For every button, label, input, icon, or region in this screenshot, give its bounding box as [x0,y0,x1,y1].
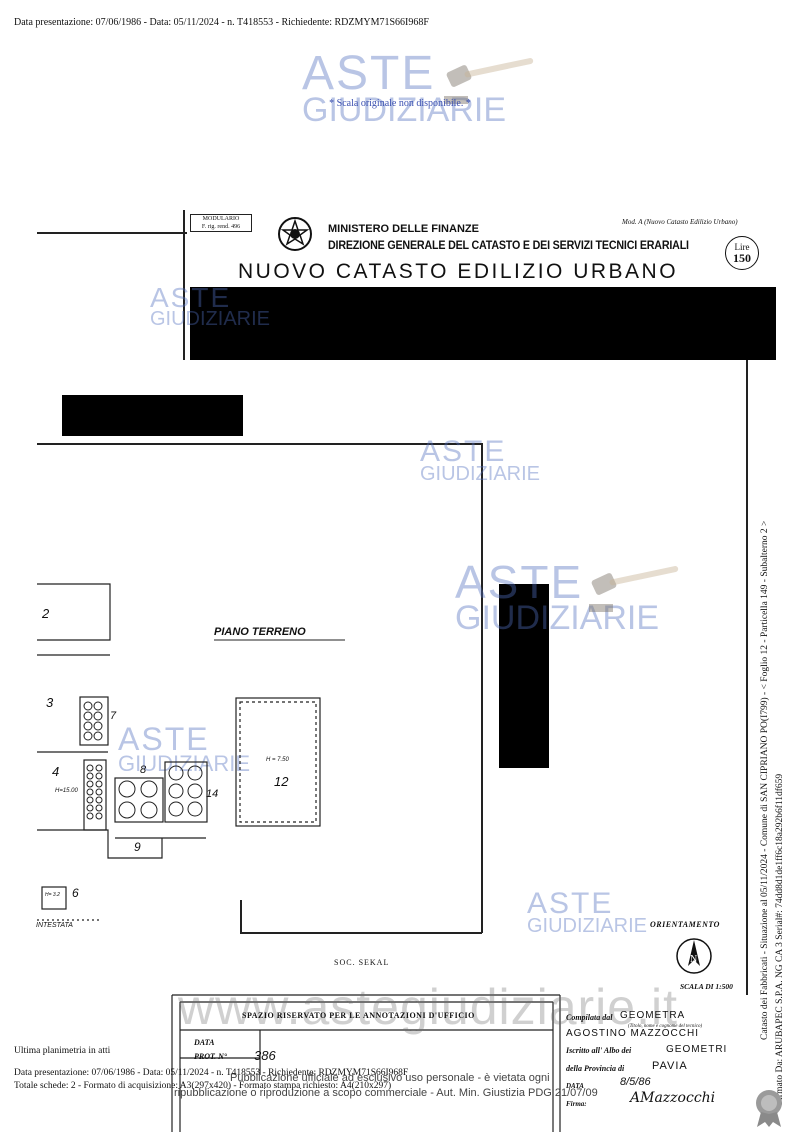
form-title: NUOVO CATASTO EDILIZIO URBANO [238,260,679,283]
scala-note: * Scala originale non disponibile. * [329,98,471,109]
frame-line-right [746,360,748,995]
lire-stamp: Lire 150 [725,236,759,270]
height-750-label: H = 7.50 [266,757,289,763]
ministry-name: MINISTERO DELLE FINANZE [328,223,479,235]
tecnico-name: AGOSTINO MAZZOCCHI [566,1028,699,1039]
watermark-url: www.astegiudiziarie.it [178,979,678,1035]
direzione-title: DIREZIONE GENERALE DEL CATASTO E DEI SER… [328,240,689,252]
footer-line-2: Totale schede: 2 - Formato di acquisizio… [14,1081,392,1091]
plan-wall-top [37,443,482,445]
ultima-planimetria: Ultima planimetria in atti [14,1046,111,1056]
watermark-giudiziarie-text: GIUDIZIARIE [420,463,541,485]
room-2-label: 2 [42,606,50,621]
frame-line-left-top [183,210,185,360]
plan-wall-bottom [240,932,482,934]
room-3-label: 3 [46,695,54,710]
scale-label: SCALA DI 1:500 [680,982,733,991]
modulario-box: MODULARIO F. rig. rend. 496 [190,214,252,232]
svg-text:N: N [690,954,697,965]
intestata-label: INTESTATA [36,922,73,929]
height-15-label: H=15.00 [55,788,78,794]
titolo-note: (Titolo, nome e cognome del tecnico) [628,1024,703,1029]
compilata-label: Compilata dal [566,1013,613,1022]
watermark-aste-text: ASTE [118,721,210,757]
watermark-aste-text: ASTE [150,282,232,313]
room-8-label: 8 [140,764,147,776]
gavel-icon [444,58,534,104]
prot-label: PROT. N° [194,1052,228,1061]
firma-label: Firma: [566,1100,587,1108]
room-9-label: 9 [134,840,141,854]
room-14-label: 14 [206,788,219,800]
watermark-giudiziarie-text: GIUDIZIARIE [527,915,648,937]
modulario-code: F. rig. rend. 496 [201,224,241,230]
height-32-label: H= 3.2 [45,892,60,898]
room-6-label: 6 [72,886,79,900]
signature: AMazzocchi [630,1090,716,1106]
watermark-aste-text: ASTE [455,556,584,608]
publication-note-2: ripubblicazione o riproduzione a scopo c… [174,1087,598,1099]
side-firmato-text: Firmato Da: ARUBAPEC S.P.A. NG CA 3 Seri… [775,773,785,1105]
room-4-label: 4 [52,764,60,779]
provincia-label: della Provincia di [566,1064,625,1073]
room-7-label: 7 [110,710,117,722]
side-catasto-text: Catasto dei Fabbricati - Situazione al 0… [760,520,770,1040]
watermark-giudiziarie-text: GIUDIZIARIE [150,308,271,331]
north-arrow-icon: N [676,938,712,974]
watermark-3: ASTE GIUDIZIARIE [455,556,660,638]
header-info-line: Data presentazione: 07/06/1986 - Data: 0… [14,17,429,28]
watermark-aste-text: ASTE [302,47,436,100]
watermark-giudiziarie-text: GIUDIZIARIE [118,750,251,776]
watermark-5: ASTE GIUDIZIARIE [527,887,648,937]
redaction-block-header [190,287,776,360]
plan-wall-step [240,900,242,933]
frame-line-top-left [37,232,187,234]
prot-value: 386 [254,1048,276,1063]
watermark-1: ASTE GIUDIZIARIE [150,282,271,331]
data2-value: 8/5/86 [620,1076,651,1088]
watermark-2: ASTE GIUDIZIARIE [420,435,541,485]
lire-label: Lire [734,242,750,252]
watermark-aste-text: ASTE [420,435,507,468]
watermark-aste-text: ASTE [527,887,614,920]
floor-label: PIANO TERRENO [214,626,306,638]
mod-a-label: Mod. A (Nuovo Catasto Edilizio Urbano) [622,218,738,226]
watermark-4: ASTE GIUDIZIARIE [118,721,251,776]
spazio-riservato-label: SPAZIO RISERVATO PER LE ANNOTAZIONI D'UF… [242,1011,475,1020]
watermark-giudiziarie-text: GIUDIZIARIE [455,599,660,638]
plan-wall-right [481,443,483,933]
watermark-top: ASTE GIUDIZIARIE [302,47,507,130]
iscritto-label: Iscritto all' Albo dei [566,1046,632,1055]
owner-label: SOC. SEKAL [334,958,390,967]
redaction-block-left [62,395,243,436]
gavel-icon [589,566,679,612]
watermark-giudiziarie-text: GIUDIZIARIE [302,91,507,130]
provincia-value: PAVIA [652,1060,688,1072]
compilata-value: GEOMETRA [620,1010,686,1021]
modulario-label: MODULARIO [202,216,240,222]
seal-icon [756,1090,782,1127]
footer-line-1: Data presentazione: 07/06/1986 - Data: 0… [14,1068,409,1078]
iscritto-value: GEOMETRI [666,1044,728,1055]
office-data-label: DATA [194,1038,215,1047]
publication-note-1: Pubblicazione ufficiale ad esclusivo uso… [230,1072,550,1084]
room-12-label: 12 [274,774,289,789]
redaction-block-center [499,584,549,768]
emblem-icon [278,217,312,251]
lire-value: 150 [733,251,751,265]
orientamento-label: ORIENTAMENTO [650,920,720,929]
data2-label: DATA [566,1082,584,1090]
